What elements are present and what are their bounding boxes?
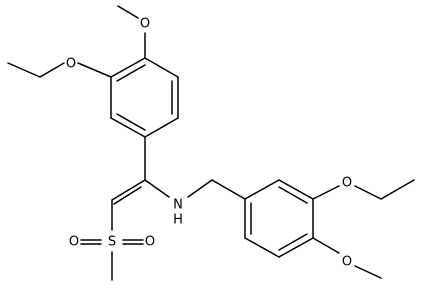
sulfonyl-oxygen-left: O: [69, 235, 79, 250]
methoxy-oxygen-bottom: O: [342, 255, 352, 270]
bond: [211, 179, 246, 200]
bond: [116, 64, 146, 82]
bond: [312, 185, 340, 200]
bond: [113, 186, 142, 205]
bond: [244, 237, 280, 258]
bond: [278, 237, 314, 258]
amine-nitrogen: N: [173, 198, 183, 213]
sulfur-atom: S: [108, 235, 116, 250]
bond: [144, 57, 179, 78]
bond: [187, 179, 213, 198]
bond: [110, 57, 146, 78]
bond: [244, 179, 280, 200]
amine-hydrogen: H: [173, 213, 183, 228]
bond: [278, 233, 308, 251]
bond: [116, 113, 146, 131]
bond: [111, 179, 146, 201]
ethoxy-oxygen-left: O: [66, 57, 76, 72]
methoxy-oxygen-top: O: [140, 17, 150, 32]
bond: [110, 117, 146, 138]
bond: [354, 265, 382, 279]
bond: [278, 186, 308, 204]
bond: [144, 179, 170, 198]
upper-ethoxy-group: [7, 62, 112, 78]
bond: [77, 62, 112, 78]
upper-methoxy-group: [117, 5, 146, 59]
methylsulfonyl-group: [80, 199, 144, 281]
vinyl-backbone: [111, 136, 246, 205]
lower-methoxy-group: [312, 237, 382, 279]
lower-ethoxy-group: [312, 179, 415, 200]
upper-benzene-ring: [110, 57, 179, 138]
bond: [380, 179, 415, 200]
bond: [354, 185, 382, 200]
bond: [7, 62, 41, 78]
bond: [117, 5, 139, 19]
sulfonyl-oxygen-right: O: [145, 235, 155, 250]
bond: [39, 62, 65, 78]
bond: [312, 237, 340, 254]
bond: [278, 179, 314, 200]
ethoxy-oxygen-right: O: [342, 176, 352, 191]
bond: [144, 117, 179, 138]
lower-benzene-ring: [244, 179, 314, 258]
